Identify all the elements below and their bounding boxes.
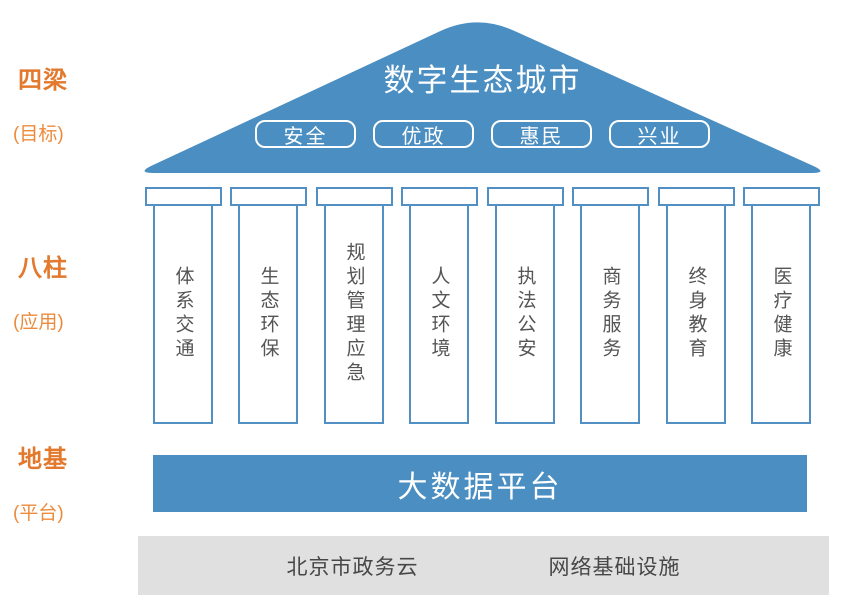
pillar-body: 终身教育 [666, 206, 726, 424]
pillar-label: 商务服务 [599, 266, 621, 362]
label-foundation-subtitle: (平台) [13, 503, 64, 524]
label-four-beams-subtitle: (目标) [13, 124, 64, 145]
pillar-capital [658, 187, 735, 206]
infrastructure-bar: 北京市政务云 网络基础设施 [138, 536, 829, 595]
pillar-body: 生态环保 [238, 206, 298, 424]
goal-badge-industry: 兴业 [609, 120, 710, 149]
pillar-business: 商务服务 [572, 187, 649, 424]
pillar-transport: 体系交通 [145, 187, 222, 424]
pillar-body: 执法公安 [495, 206, 555, 424]
label-foundation-title: 地基 [18, 446, 68, 473]
pillar-label: 规划管理应急 [343, 242, 365, 386]
pillar-capital [401, 187, 478, 206]
big-data-platform-bar: 大数据平台 [153, 455, 807, 512]
label-eight-pillars-title: 八柱 [18, 255, 68, 282]
goal-badge-governance: 优政 [373, 120, 474, 149]
pillar-capital [145, 187, 222, 206]
pillar-label: 执法公安 [514, 266, 536, 362]
label-foundation: 地基 (平台) [13, 439, 68, 525]
label-four-beams: 四梁 (目标) [13, 60, 68, 146]
big-data-platform-label: 大数据平台 [397, 470, 563, 504]
pillar-label: 体系交通 [172, 266, 194, 362]
pillar-label: 终身教育 [685, 266, 707, 362]
pillar-label: 医疗健康 [770, 266, 792, 362]
goal-badge-people: 惠民 [491, 120, 592, 149]
pillar-body: 医疗健康 [751, 206, 811, 424]
pillar-ecology: 生态环保 [230, 187, 307, 424]
pillar-body: 体系交通 [153, 206, 213, 424]
pillar-education: 终身教育 [658, 187, 735, 424]
pillar-body: 规划管理应急 [324, 206, 384, 424]
label-four-beams-title: 四梁 [18, 67, 68, 94]
label-eight-pillars: 八柱 (应用) [13, 248, 68, 334]
roof-content: 数字生态城市 安全 优政 惠民 兴业 [136, 0, 829, 173]
pillar-health: 医疗健康 [743, 187, 820, 424]
pillar-body: 商务服务 [580, 206, 640, 424]
label-eight-pillars-subtitle: (应用) [13, 312, 64, 333]
pillar-body: 人文环境 [409, 206, 469, 424]
pillar-label: 人文环境 [428, 266, 450, 362]
pillar-planning-emergency: 规划管理应急 [316, 187, 393, 424]
goal-badge-row: 安全 优政 惠民 兴业 [255, 120, 710, 149]
pillar-law-enforcement: 执法公安 [487, 187, 564, 424]
goal-badge-safety: 安全 [255, 120, 356, 149]
pillar-capital [316, 187, 393, 206]
roof-title: 数字生态城市 [383, 63, 582, 98]
pillar-capital [743, 187, 820, 206]
network-infra-label: 网络基础设施 [548, 555, 681, 579]
pillar-label: 生态环保 [257, 266, 279, 362]
pillar-capital [230, 187, 307, 206]
pillar-humanities: 人文环境 [401, 187, 478, 424]
pillar-capital [572, 187, 649, 206]
gov-cloud-label: 北京市政务云 [286, 555, 419, 579]
pillar-capital [487, 187, 564, 206]
